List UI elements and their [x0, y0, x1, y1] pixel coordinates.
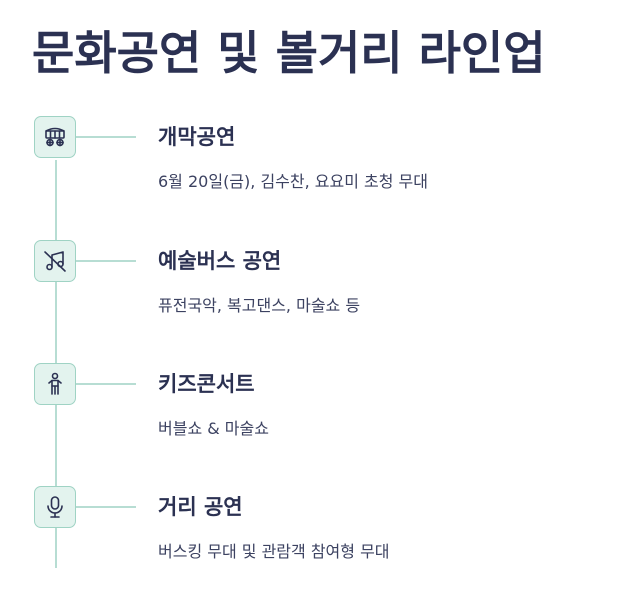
wagon-icon — [34, 116, 76, 158]
timeline-connector — [76, 506, 136, 508]
item-description: 6월 20일(금), 김수찬, 요요미 초청 무대 — [158, 172, 428, 191]
item-description: 퓨전국악, 복고댄스, 마술쇼 등 — [158, 296, 361, 315]
timeline-connector — [76, 383, 136, 385]
microphone-icon — [34, 486, 76, 528]
timeline-item-kids-concert: 키즈콘서트 버블쇼 & 마술쇼 — [0, 363, 641, 463]
page-title: 문화공연 및 볼거리 라인업 — [32, 26, 546, 80]
timeline-connector — [76, 260, 136, 262]
music-off-icon — [34, 240, 76, 282]
item-description: 버블쇼 & 마술쇼 — [158, 419, 269, 438]
child-icon — [34, 363, 76, 405]
timeline-item-art-bus: 예술버스 공연 퓨전국악, 복고댄스, 마술쇼 등 — [0, 240, 641, 340]
item-title: 개막공연 — [158, 125, 236, 149]
timeline-item-opening: 개막공연 6월 20일(금), 김수찬, 요요미 초청 무대 — [0, 116, 641, 216]
item-description: 버스킹 무대 및 관람객 참여형 무대 — [158, 542, 390, 561]
item-title: 거리 공연 — [158, 495, 243, 519]
item-title: 예술버스 공연 — [158, 249, 282, 273]
item-title: 키즈콘서트 — [158, 372, 255, 396]
timeline-connector — [76, 136, 136, 138]
timeline-item-street-performance: 거리 공연 버스킹 무대 및 관람객 참여형 무대 — [0, 486, 641, 586]
